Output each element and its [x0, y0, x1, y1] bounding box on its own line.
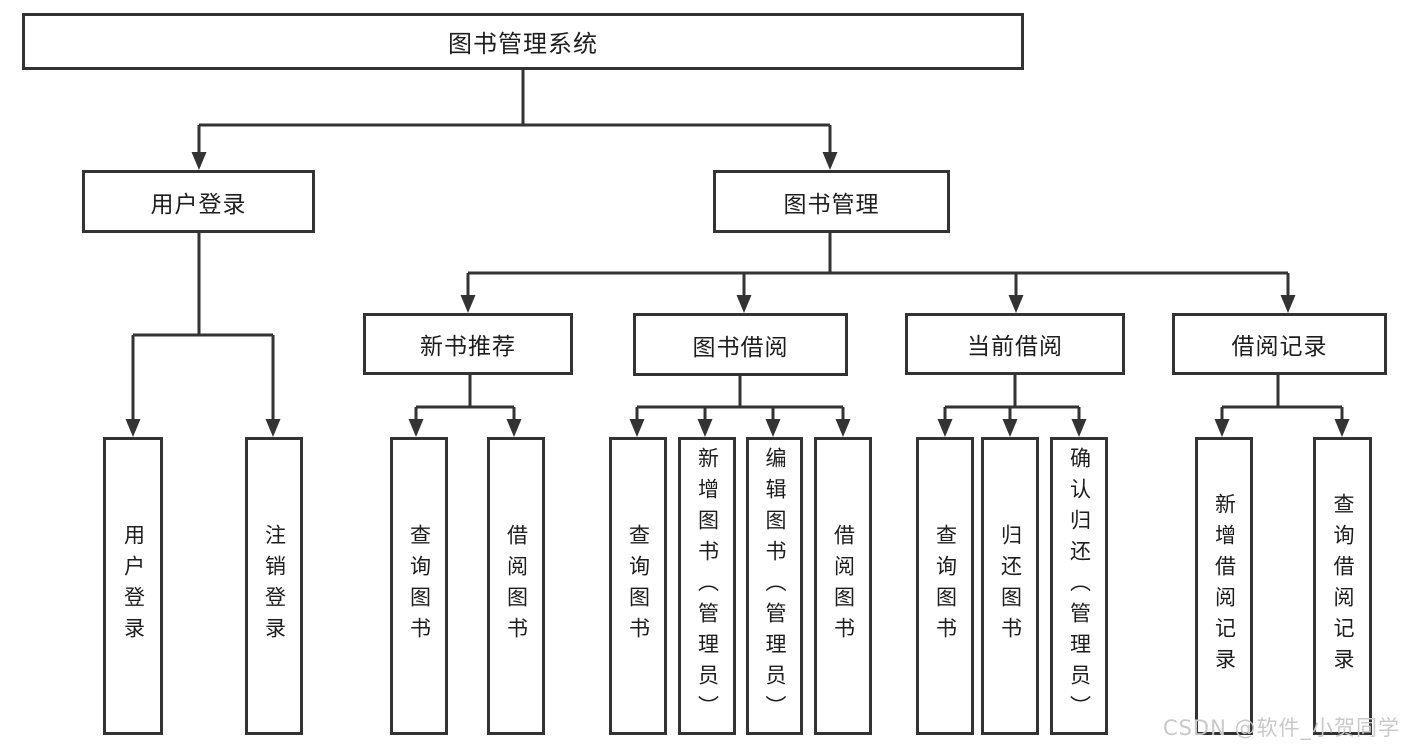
node-leaf-borrow-books-recommendation: 借阅图书 [487, 437, 545, 735]
node-leaf-logout: 注销登录 [245, 437, 303, 735]
node-label: 注销登录 [262, 524, 287, 648]
connector-book-borrowing-branch [635, 376, 845, 421]
node-library-management-system: 图书管理系统 [22, 13, 1024, 70]
node-label: 归还图书 [998, 524, 1023, 648]
node-label: 查询借阅记录 [1331, 493, 1355, 679]
node-label: 确认归还（管理员） [1067, 446, 1092, 726]
node-leaf-add-books-admin: 新增图书（管理员） [678, 437, 736, 735]
connector-root-to-modules [197, 70, 832, 153]
node-label: 借阅图书 [504, 524, 529, 648]
node-leaf-query-borrow-record: 查询借阅记录 [1313, 437, 1372, 735]
node-label: 查询图书 [626, 524, 651, 648]
node-book-management-module: 图书管理 [713, 170, 950, 233]
node-label: 编辑图书（管理员） [763, 446, 787, 726]
node-leaf-confirm-return-admin: 确认归还（管理员） [1050, 437, 1108, 735]
connector-user-login-branch [131, 233, 275, 421]
node-label: 查询图书 [407, 524, 432, 648]
node-leaf-query-books-borrowing: 查询图书 [609, 437, 667, 735]
node-label: 图书借阅 [692, 334, 789, 361]
node-label: 新增借阅记录 [1212, 493, 1237, 679]
node-borrowing-records: 借阅记录 [1172, 313, 1387, 375]
node-label: 图书管理系统 [448, 30, 598, 58]
node-new-book-recommendation: 新书推荐 [363, 313, 573, 375]
node-leaf-query-books-current: 查询图书 [916, 437, 974, 735]
node-label: 用户登录 [150, 191, 247, 218]
node-user-login-module: 用户登录 [82, 170, 315, 233]
arrowheads [125, 152, 1350, 437]
connector-current-borrowing-branch [943, 375, 1081, 421]
node-leaf-edit-books-admin: 编辑图书（管理员） [746, 437, 803, 735]
node-label: 新书推荐 [420, 334, 516, 360]
node-label: 查询图书 [933, 524, 958, 648]
connector-new-book-branch [414, 375, 516, 421]
node-label: 图书管理 [783, 191, 880, 218]
csdn-watermark: CSDN @软件_小贺同学 [1162, 716, 1400, 740]
node-leaf-borrow-books: 借阅图书 [814, 437, 872, 735]
node-leaf-query-books-recommendation: 查询图书 [390, 437, 448, 735]
node-label: 用户登录 [121, 524, 146, 648]
node-current-borrowing: 当前借阅 [905, 313, 1125, 375]
node-leaf-user-login: 用户登录 [103, 437, 163, 735]
connector-borrowing-records-branch [1220, 375, 1344, 421]
node-label: 当前借阅 [967, 334, 1063, 360]
connector-book-management-branch [466, 233, 1290, 297]
node-label: 新增图书（管理员） [695, 446, 720, 726]
node-leaf-add-borrow-record: 新增借阅记录 [1195, 437, 1253, 735]
node-book-borrowing: 图书借阅 [633, 313, 848, 376]
node-label: 借阅图书 [831, 524, 856, 648]
node-label: 借阅记录 [1231, 334, 1328, 360]
node-leaf-return-books: 归还图书 [981, 437, 1039, 735]
